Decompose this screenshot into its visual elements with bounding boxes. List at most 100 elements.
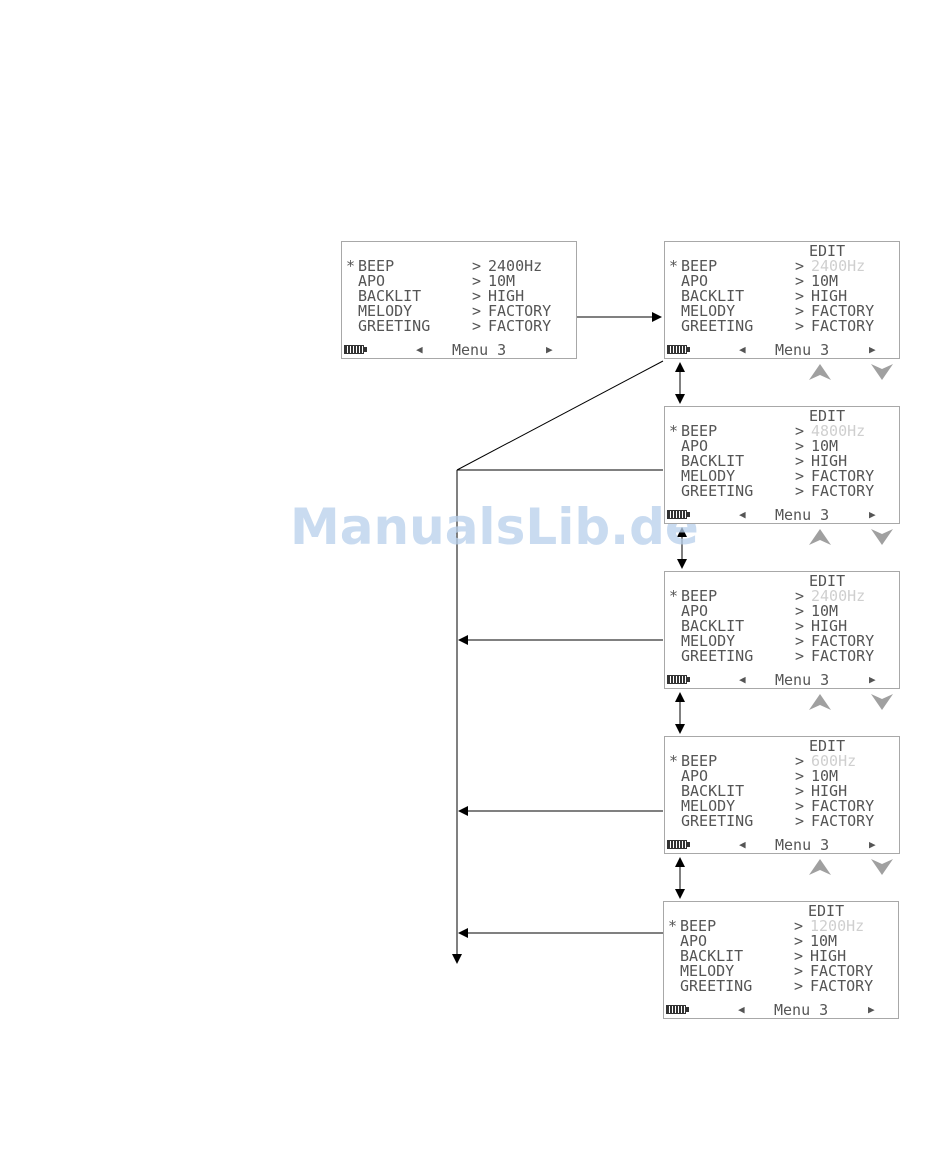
- item-name-melody: MELODY: [680, 962, 735, 980]
- menu-label: Menu 3: [775, 671, 830, 689]
- down-softkey-icon[interactable]: [871, 364, 893, 380]
- separator: >: [794, 962, 804, 980]
- edit-label: EDIT: [809, 242, 846, 260]
- item-name-backlit: BACKLIT: [681, 287, 745, 305]
- down-softkey-icon[interactable]: [871, 859, 893, 875]
- item-value-melody: FACTORY: [811, 467, 875, 485]
- menu-label: Menu 3: [452, 341, 507, 359]
- battery-icon: [667, 675, 690, 684]
- separator: >: [795, 317, 805, 335]
- separator: >: [795, 797, 805, 815]
- battery-icon: [667, 345, 690, 354]
- item-name-apo: APO: [358, 272, 386, 290]
- diagonal-line: [456, 360, 664, 471]
- separator: >: [795, 257, 805, 275]
- item-value-backlit: HIGH: [488, 287, 525, 305]
- item-value-melody: FACTORY: [811, 797, 875, 815]
- item-name-melody: MELODY: [681, 302, 736, 320]
- battery-icon: [666, 1005, 689, 1014]
- item-value-backlit: HIGH: [811, 782, 848, 800]
- item-value-greeting: FACTORY: [810, 977, 874, 995]
- selection-marker: *: [668, 917, 678, 935]
- selection-marker: *: [669, 257, 679, 275]
- up-softkey-icon[interactable]: [809, 694, 831, 710]
- edit-label: EDIT: [809, 737, 846, 755]
- left-arrow-icon: ◀: [416, 343, 423, 356]
- item-value-backlit: HIGH: [811, 617, 848, 635]
- up-softkey-icon[interactable]: [809, 364, 831, 380]
- item-name-apo: APO: [681, 602, 709, 620]
- down-softkey-icon[interactable]: [871, 694, 893, 710]
- menu-label: Menu 3: [775, 506, 830, 524]
- item-value-melody: FACTORY: [811, 302, 875, 320]
- item-name-melody: MELODY: [681, 632, 736, 650]
- item-name-greeting: GREETING: [681, 647, 754, 665]
- item-name-melody: MELODY: [681, 467, 736, 485]
- item-name-backlit: BACKLIT: [681, 452, 745, 470]
- right-arrow-icon: ▶: [869, 673, 876, 686]
- item-value-beep: 4800Hz: [811, 422, 866, 440]
- selection-marker: *: [346, 257, 356, 275]
- watermark: ManualsLib.de: [290, 498, 699, 556]
- edit-label: EDIT: [809, 407, 846, 425]
- left-arrow-icon: ◀: [739, 343, 746, 356]
- item-name-apo: APO: [681, 767, 709, 785]
- item-name-beep: BEEP: [680, 917, 717, 935]
- battery-icon: [667, 510, 690, 519]
- item-value-backlit: HIGH: [811, 287, 848, 305]
- item-value-backlit: HIGH: [810, 947, 847, 965]
- menu-label: Menu 3: [775, 341, 830, 359]
- edit-label: EDIT: [809, 572, 846, 590]
- item-value-apo: 10M: [811, 272, 839, 290]
- edit-label: EDIT: [808, 902, 845, 920]
- up-softkey-icon[interactable]: [809, 529, 831, 545]
- item-value-beep: 2400Hz: [811, 587, 866, 605]
- down-softkey-icon[interactable]: [871, 529, 893, 545]
- left-arrow-icon: ◀: [738, 1003, 745, 1016]
- item-value-greeting: FACTORY: [811, 812, 875, 830]
- separator: >: [795, 602, 805, 620]
- menu-label: Menu 3: [775, 836, 830, 854]
- item-value-melody: FACTORY: [810, 962, 874, 980]
- separator: >: [795, 437, 805, 455]
- separator: >: [795, 752, 805, 770]
- separator: >: [795, 632, 805, 650]
- separator: >: [795, 587, 805, 605]
- menu-label: Menu 3: [774, 1001, 829, 1019]
- separator: >: [472, 272, 482, 290]
- item-value-beep: 2400Hz: [488, 257, 543, 275]
- item-name-beep: BEEP: [681, 587, 718, 605]
- item-name-backlit: BACKLIT: [681, 617, 745, 635]
- item-name-melody: MELODY: [358, 302, 413, 320]
- item-value-apo: 10M: [488, 272, 516, 290]
- separator: >: [794, 977, 804, 995]
- right-arrow-icon: ▶: [869, 508, 876, 521]
- item-value-apo: 10M: [811, 602, 839, 620]
- item-value-apo: 10M: [810, 932, 838, 950]
- item-name-melody: MELODY: [681, 797, 736, 815]
- item-name-apo: APO: [681, 272, 709, 290]
- separator: >: [795, 452, 805, 470]
- battery-icon: [344, 345, 367, 354]
- separator: >: [795, 617, 805, 635]
- separator: >: [794, 917, 804, 935]
- item-name-apo: APO: [680, 932, 708, 950]
- item-name-greeting: GREETING: [358, 317, 431, 335]
- up-softkey-icon[interactable]: [809, 859, 831, 875]
- separator: >: [795, 782, 805, 800]
- item-value-greeting: FACTORY: [488, 317, 552, 335]
- left-arrow-icon: ◀: [739, 508, 746, 521]
- right-arrow-icon: ▶: [868, 1003, 875, 1016]
- item-value-beep: 2400Hz: [811, 257, 866, 275]
- item-name-beep: BEEP: [358, 257, 395, 275]
- right-arrow-icon: ▶: [869, 838, 876, 851]
- separator: >: [795, 647, 805, 665]
- left-arrow-icon: ◀: [739, 838, 746, 851]
- separator: >: [795, 302, 805, 320]
- separator: >: [472, 317, 482, 335]
